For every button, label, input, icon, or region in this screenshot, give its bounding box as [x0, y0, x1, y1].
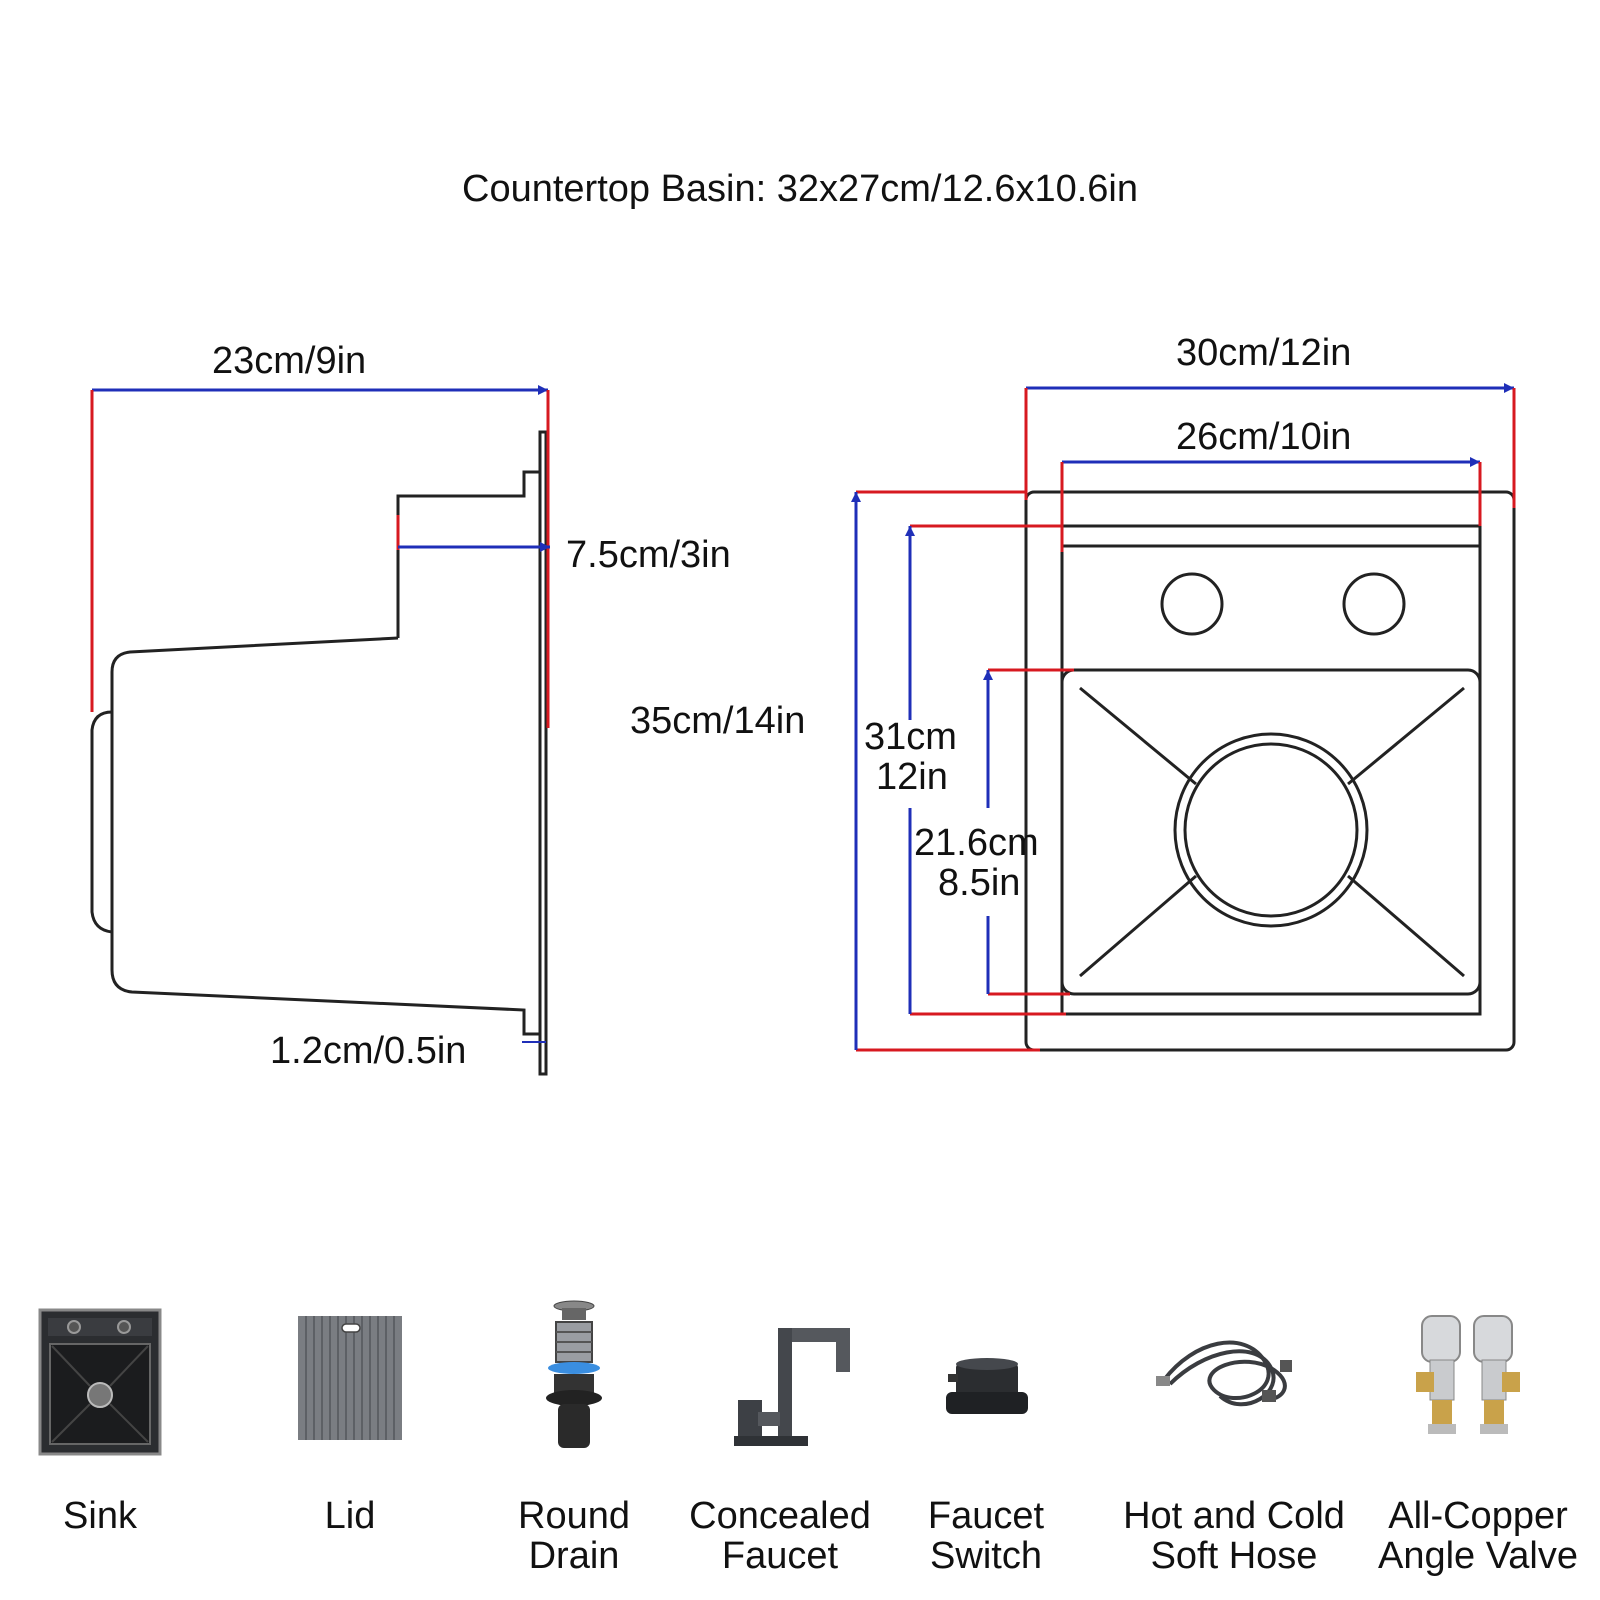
accessory-label-lid: Lid	[324, 1495, 376, 1537]
top-bowl-length-label-cm: 21.6cm	[914, 822, 1039, 864]
top-inner-length-label-in: 12in	[876, 756, 948, 798]
accessory-label-concealed-faucet: Concealed Faucet	[689, 1495, 871, 1577]
drain-icon	[546, 1300, 602, 1448]
faucet-icon	[734, 1328, 850, 1446]
accessory-label-sink: Sink	[63, 1495, 137, 1537]
accessory-label-soft-hose: Hot and Cold Soft Hose	[1123, 1495, 1345, 1577]
accessory-lid: Lid	[250, 1300, 450, 1560]
top-inner-width-label: 26cm/10in	[1176, 416, 1352, 458]
top-view-dimension-lines	[851, 383, 1516, 1052]
accessory-label-angle-valve: All-Copper Angle Valve	[1378, 1495, 1578, 1577]
side-view-dimension-lines	[90, 385, 550, 1043]
accessory-faucet-switch: Faucet Switch	[886, 1300, 1086, 1576]
sink-icon	[38, 1308, 162, 1456]
side-step-label: 7.5cm/3in	[566, 534, 731, 576]
accessory-label-round-drain: Round Drain	[518, 1495, 630, 1577]
hose-icon	[1156, 1340, 1292, 1407]
accessory-concealed-faucet: Concealed Faucet	[680, 1300, 880, 1576]
accessory-angle-valve: All-Copper Angle Valve	[1378, 1300, 1578, 1576]
side-flange-label: 1.2cm/0.5in	[270, 1030, 467, 1072]
lid-icon	[298, 1316, 402, 1440]
top-view-outline	[1024, 490, 1516, 1052]
switch-icon	[946, 1358, 1028, 1414]
accessory-sink: Sink	[0, 1300, 200, 1560]
side-depth-label: 23cm/9in	[212, 340, 367, 382]
accessory-soft-hose: Hot and Cold Soft Hose	[1123, 1300, 1345, 1576]
side-view-outline	[90, 430, 548, 1076]
top-outer-width-label: 30cm/12in	[1176, 332, 1352, 374]
top-inner-length-label-cm: 31cm	[864, 716, 957, 758]
top-bowl-length-label-in: 8.5in	[938, 862, 1021, 904]
top-outer-length-label: 35cm/14in	[630, 700, 806, 742]
diagram-title: Countertop Basin: 32x27cm/12.6x10.6in	[462, 168, 1138, 210]
accessory-round-drain: Round Drain	[474, 1300, 674, 1576]
dimension-drawing	[90, 383, 1516, 1076]
accessory-label-faucet-switch: Faucet Switch	[927, 1495, 1045, 1577]
valve-icon	[1416, 1315, 1520, 1434]
